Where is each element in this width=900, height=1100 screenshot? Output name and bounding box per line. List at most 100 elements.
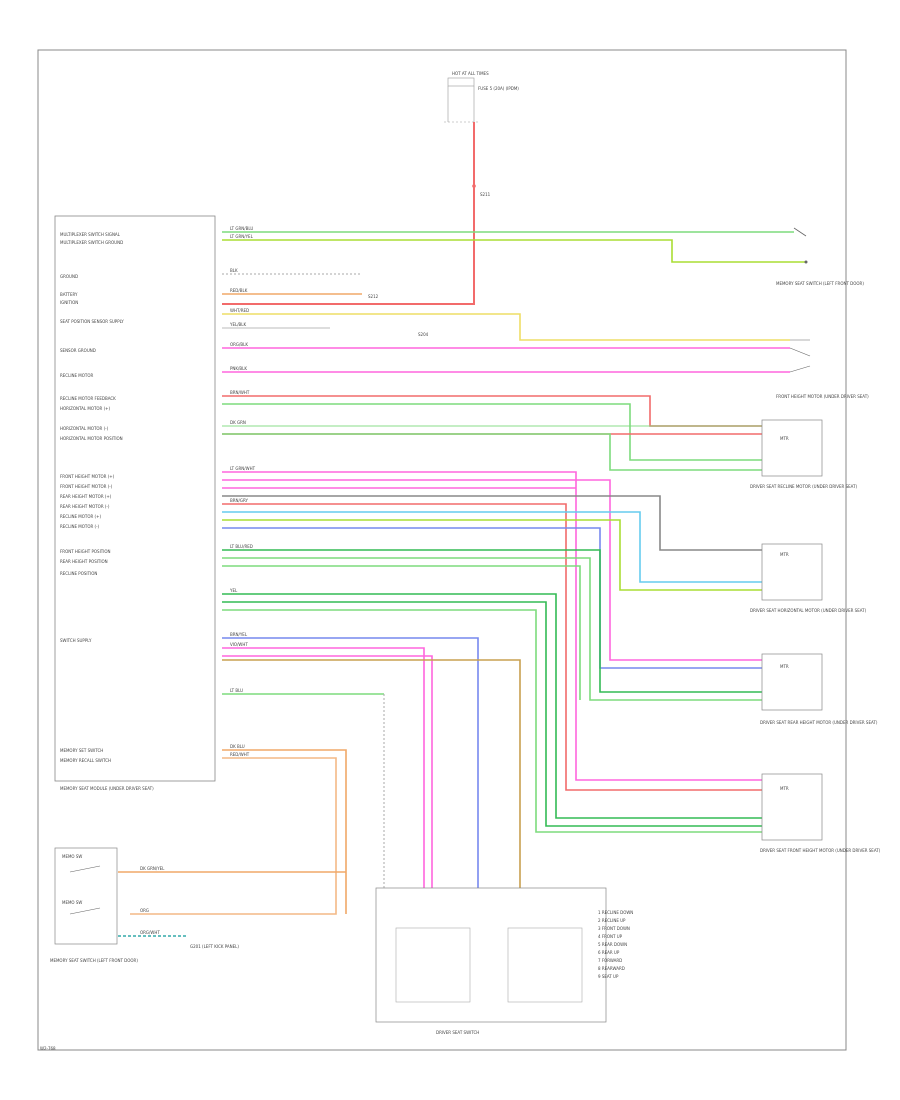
module-pin-label: RECLINE MOTOR bbox=[60, 373, 93, 378]
wire-label: BRN/WHT bbox=[230, 390, 250, 395]
wire bbox=[222, 433, 762, 471]
component-label: DRIVER SEAT RECLINE MOTOR (UNDER DRIVER … bbox=[750, 484, 858, 489]
wire-label: RED/BLK bbox=[230, 288, 248, 293]
wire bbox=[222, 519, 762, 591]
wires bbox=[118, 231, 806, 937]
module-pin-label: REAR HEIGHT MOTOR (+) bbox=[60, 494, 112, 499]
switch-legend-item: 4 FRONT UP bbox=[598, 934, 623, 939]
wire-label: ORG/BLK bbox=[230, 342, 248, 347]
wire bbox=[222, 609, 762, 833]
wire-label: BLK bbox=[230, 268, 238, 273]
module-pin-label: IGNITION bbox=[60, 300, 78, 305]
component-horizontal-motor: MTR DRIVER SEAT HORIZONTAL MOTOR (UNDER … bbox=[750, 543, 867, 613]
switch-legend-item: 6 REAR UP bbox=[598, 950, 620, 955]
power-source-label: HOT AT ALL TIMES bbox=[452, 71, 489, 76]
wire-label: YEL bbox=[229, 588, 238, 593]
module-pin-label: GROUND bbox=[60, 274, 78, 279]
memory-switch-position: MEMO SW bbox=[62, 900, 82, 905]
switch-legend-item: 5 REAR DOWN bbox=[598, 942, 627, 947]
wire bbox=[222, 565, 581, 700]
module-pin-label: HORIZONTAL MOTOR (-) bbox=[60, 426, 109, 431]
wire bbox=[222, 479, 762, 661]
motor-label: MTR bbox=[780, 786, 789, 791]
driver-seat-switch: DRIVER SEAT SWITCH 1 RECLINE DOWN 2 RECL… bbox=[375, 887, 633, 1035]
component-label: DRIVER SEAT REAR HEIGHT MOTOR (UNDER DRI… bbox=[760, 720, 878, 725]
switch-legend-item: 3 FRONT DOWN bbox=[598, 926, 630, 931]
module-pin-label: FRONT HEIGHT MOTOR (+) bbox=[60, 474, 115, 479]
wire-label: BRN/GRY bbox=[230, 498, 248, 503]
module-pin-label: MEMORY SET SWITCH bbox=[60, 748, 103, 753]
component-label: MEMORY SEAT SWITCH (LEFT FRONT DOOR) bbox=[776, 281, 864, 286]
component-label: FRONT HEIGHT MOTOR (UNDER DRIVER SEAT) bbox=[776, 394, 869, 399]
memory-seat-switch: MEMO SW MEMO SW MEMORY SEAT SWITCH (LEFT… bbox=[50, 847, 239, 963]
splice-label: S204 bbox=[418, 332, 429, 337]
wire-label: LT GRN/WHT bbox=[230, 466, 256, 471]
component-label: DRIVER SEAT FRONT HEIGHT MOTOR (UNDER DR… bbox=[760, 848, 881, 853]
module-pin-label: HORIZONTAL MOTOR POSITION bbox=[60, 436, 123, 441]
wire bbox=[222, 511, 762, 583]
motor-label: MTR bbox=[780, 664, 789, 669]
module-pin-label: MEMORY RECALL SWITCH bbox=[60, 758, 111, 763]
component-label: DRIVER SEAT HORIZONTAL MOTOR (UNDER DRIV… bbox=[750, 608, 867, 613]
module-pin-label: MULTIPLEXER SWITCH SIGNAL bbox=[60, 232, 121, 237]
memory-switch-position: MEMO SW bbox=[62, 854, 82, 859]
module-pin-label: SWITCH SUPPLY bbox=[60, 638, 92, 643]
wire-label: YEL/BLK bbox=[229, 322, 247, 327]
module-label: MEMORY SEAT MODULE (UNDER DRIVER SEAT) bbox=[60, 786, 154, 791]
wire bbox=[222, 313, 790, 341]
module-pin-label: FRONT HEIGHT POSITION bbox=[60, 549, 111, 554]
module-pin-label: SENSOR GROUND bbox=[60, 348, 96, 353]
module-pin-label: FRONT HEIGHT MOTOR (-) bbox=[60, 484, 113, 489]
component-recline-motor: MTR DRIVER SEAT RECLINE MOTOR (UNDER DRI… bbox=[750, 419, 858, 489]
wire-label: LT GRN/YEL bbox=[230, 234, 254, 239]
wire bbox=[222, 549, 762, 693]
wire bbox=[222, 395, 762, 427]
module-pin-label: MULTIPLEXER SWITCH GROUND bbox=[60, 240, 123, 245]
wire bbox=[222, 239, 806, 263]
wire-battery-feed bbox=[222, 122, 475, 305]
wire-label: PNK/BLK bbox=[230, 366, 247, 371]
component-label: MEMORY SEAT SWITCH (LEFT FRONT DOOR) bbox=[50, 958, 138, 963]
switch-legend-item: 2 RECLINE UP bbox=[598, 918, 626, 923]
switch-legend-item: 9 SEAT UP bbox=[598, 974, 619, 979]
wire-label: DK BLU bbox=[230, 744, 245, 749]
wire-labels: LT GRN/BLU LT GRN/YEL BLK RED/BLK WHT/RE… bbox=[140, 226, 256, 935]
wire-label: VIO/WHT bbox=[230, 642, 248, 647]
wire bbox=[222, 403, 762, 461]
wire bbox=[222, 593, 762, 819]
power-source-fuse: FUSE 5 (20A) (IPDM) bbox=[478, 86, 519, 91]
module-pin-label: REAR HEIGHT MOTOR (-) bbox=[60, 504, 110, 509]
wire bbox=[222, 601, 762, 827]
wire bbox=[222, 503, 762, 791]
switch-legend-item: 1 RECLINE DOWN bbox=[598, 910, 633, 915]
module-pin-label: RECLINE MOTOR (-) bbox=[60, 524, 100, 529]
wire-label: BRN/YEL bbox=[230, 632, 248, 637]
wire-label: DK GRN/YEL bbox=[140, 866, 165, 871]
wire bbox=[222, 749, 347, 914]
wire bbox=[222, 527, 762, 669]
switch-label: DRIVER SEAT SWITCH bbox=[436, 1030, 479, 1035]
component-upper-switch: MEMORY SEAT SWITCH (LEFT FRONT DOOR) bbox=[776, 227, 864, 286]
wire bbox=[222, 655, 433, 888]
ground-note: G201 (LEFT KICK PANEL) bbox=[190, 944, 239, 949]
module-pin-label: RECLINE MOTOR FEEDBACK bbox=[60, 396, 116, 401]
splice-label: S211 bbox=[480, 192, 491, 197]
wire bbox=[222, 637, 479, 888]
component-sensor: FRONT HEIGHT MOTOR (UNDER DRIVER SEAT) bbox=[776, 339, 869, 399]
module-pin-label: RECLINE MOTOR (+) bbox=[60, 514, 101, 519]
footer-code: W2-768 bbox=[40, 1046, 56, 1051]
module-pin-label: SEAT POSITION SENSOR SUPPLY bbox=[60, 319, 124, 324]
wire-label: LT BLU bbox=[230, 688, 243, 693]
switch-legend-item: 8 REARWARD bbox=[598, 966, 625, 971]
wire bbox=[222, 647, 425, 888]
module-pin-label: BATTERY bbox=[60, 292, 78, 297]
module-pin-label: RECLINE POSITION bbox=[60, 571, 97, 576]
wire-label: ORG bbox=[140, 908, 149, 913]
wire-label: RED/WHT bbox=[230, 752, 250, 757]
diagram-frame bbox=[37, 49, 847, 1051]
wire-label: LT GRN/BLU bbox=[230, 226, 253, 231]
motor-label: MTR bbox=[780, 552, 789, 557]
splice-label: S212 bbox=[368, 294, 379, 299]
wire bbox=[222, 659, 521, 888]
